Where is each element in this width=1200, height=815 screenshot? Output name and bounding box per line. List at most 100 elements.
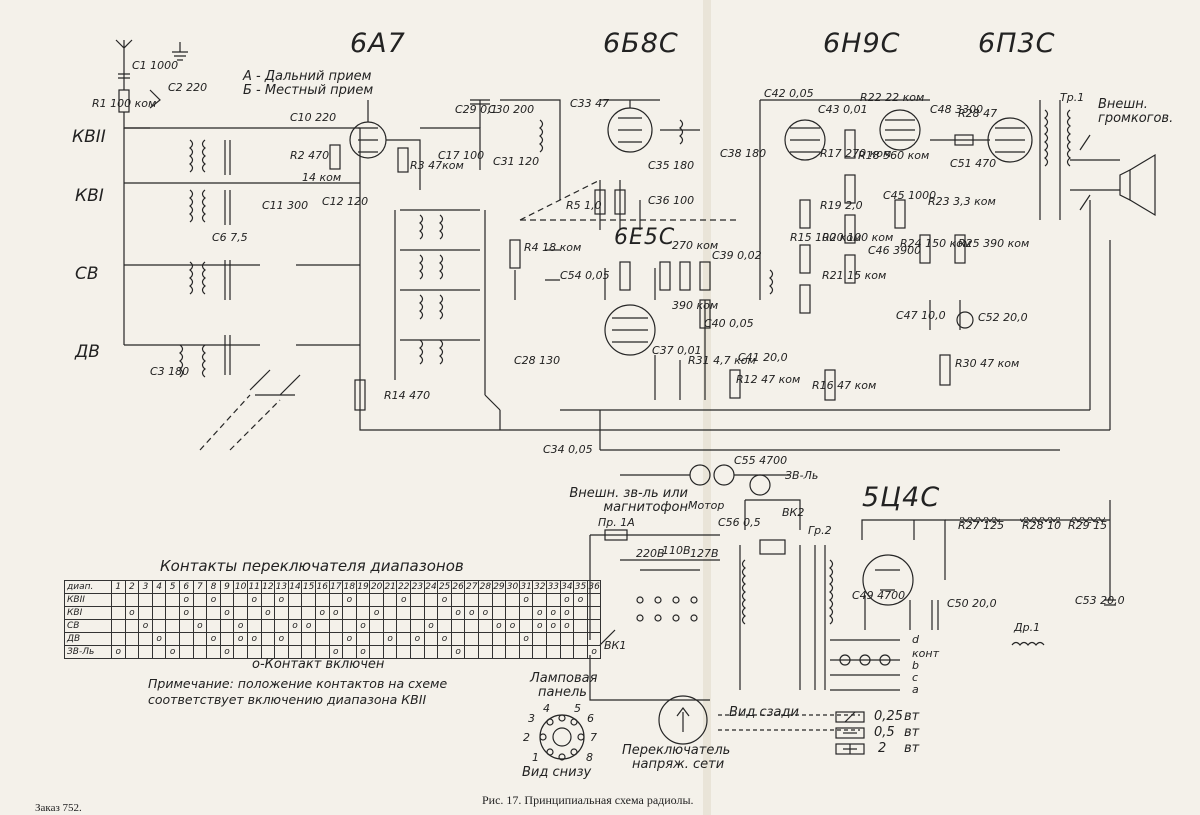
component-r22: R22 22 ком <box>860 91 925 104</box>
tube-label-6b8c: 6Б8С <box>603 28 679 59</box>
switch-table-cell: о <box>274 632 289 646</box>
switch-table-cell: о <box>178 593 194 607</box>
contact-on-marker: о <box>210 634 217 644</box>
contact-on-marker: о <box>169 647 176 657</box>
switch-table-column-header: 4 <box>151 580 167 594</box>
switch-table-cell: о <box>559 593 575 607</box>
switch-table-title: Контакты переключателя диапазонов <box>160 557 464 575</box>
switch-table-column-header: 7 <box>192 580 208 594</box>
switch-table-cell <box>192 606 208 620</box>
component-c10: C10 220 <box>290 111 337 124</box>
component-c39: C39 0,02 <box>712 249 762 262</box>
switch-note: Примечание: положение контактов на схеме… <box>148 676 447 708</box>
contact-on-marker: о <box>360 647 366 657</box>
switch-table-cell <box>546 593 561 607</box>
component-dr1: Др.1 <box>1014 621 1041 634</box>
switch-table-cell: о <box>233 619 248 633</box>
order-number: Заказ 752. <box>35 802 82 814</box>
switch-table-cell: о <box>437 593 452 607</box>
switch-table-column-header: 19 <box>355 580 371 594</box>
switch-table-cell <box>505 593 520 607</box>
switch-table-cell <box>151 645 167 659</box>
component-c46: C46 3900 <box>868 244 922 257</box>
switch-table-cell: о <box>328 606 344 620</box>
contact-on-marker: о <box>387 634 393 644</box>
switch-table-cell <box>396 619 412 633</box>
ext-speaker-label: Внешн. громкогов. <box>1098 97 1174 126</box>
switch-table-cell <box>219 619 235 633</box>
component-r12: R12 47 ком <box>736 373 801 386</box>
switch-table-cell <box>192 593 208 607</box>
wattage-unit-2: вт <box>904 741 920 756</box>
switch-table-cell: о <box>505 619 520 633</box>
selector-title-1: Переключатель <box>622 743 731 758</box>
switch-table-column-header: 25 <box>437 580 452 594</box>
voltage-220: 220В <box>636 547 665 560</box>
wattage-value-05: 0,5 <box>874 725 895 740</box>
switch-table-cell: о <box>532 619 547 633</box>
wattage-unit-05: вт <box>904 725 920 740</box>
voltage-127: 127В <box>690 547 719 560</box>
switch-table-cell <box>233 606 248 620</box>
socket-view-label: Вид снизу <box>522 765 592 780</box>
component-c56: C56 0,5 <box>718 516 761 529</box>
contact-b: b <box>912 659 919 672</box>
component-c28: C28 130 <box>514 354 561 367</box>
switch-table-cell <box>369 619 384 633</box>
contact-on-marker: о <box>414 634 421 644</box>
switch-table-cell <box>260 632 276 646</box>
component-r20: R20 100 ком <box>822 231 894 244</box>
switch-table-column-header: 9 <box>219 580 235 594</box>
component-r15: R15 100 ком <box>790 231 862 244</box>
switch-table-cell <box>491 645 507 659</box>
contact-on-marker: о <box>373 608 380 618</box>
component-c31: C31 120 <box>493 155 540 168</box>
switch-table-column-header: 23 <box>410 580 425 594</box>
switch-table-column-header: 28 <box>478 580 493 594</box>
reception-legend-a: А - Дальний прием <box>243 69 372 84</box>
component-390kom: 390 ком <box>672 299 719 312</box>
contact-on-marker: о <box>142 621 149 631</box>
tube-label-6n9c: 6Н9С <box>823 28 901 59</box>
contact-on-marker: о <box>224 608 230 618</box>
switch-table-column-header: 15 <box>301 580 316 594</box>
switch-table-cell <box>355 593 371 607</box>
contact-on-marker: о <box>156 634 162 644</box>
component-c55: C55 4700 <box>734 454 788 467</box>
switch-table-cell <box>165 632 180 646</box>
contact-on-marker: о <box>237 634 244 644</box>
switch-table-cell <box>423 606 439 620</box>
switch-table-cell <box>192 632 208 646</box>
tube-label-6a7: 6А7 <box>350 28 406 59</box>
tube-label-6e5c: 6Е5С <box>614 225 676 250</box>
switch-table-cell: о <box>559 619 575 633</box>
switch-table-cell <box>206 619 221 633</box>
switch-table-cell <box>437 645 452 659</box>
switch-table-cell: о <box>206 593 221 607</box>
switch-table-column-header: 31 <box>518 580 534 594</box>
switch-table-cell <box>151 593 167 607</box>
component-r2: R2 470 <box>290 149 330 162</box>
component-r29: R29 15 <box>1068 519 1108 532</box>
contact-on-marker: о <box>564 621 570 631</box>
vk1-label: ВК1 <box>604 639 627 652</box>
wattage-value-2: 2 <box>878 741 887 756</box>
switch-table-cell <box>450 619 466 633</box>
contact-on-marker: о <box>577 595 584 605</box>
switch-table-cell: о <box>314 606 330 620</box>
contact-on-marker: о <box>468 608 475 618</box>
component-c47: C47 10,0 <box>896 309 946 322</box>
switch-table-cell: о <box>369 606 384 620</box>
component-c12: C12 120 <box>322 195 369 208</box>
component-c6: C6 7,5 <box>212 231 248 244</box>
component-c45: C45 1000 <box>883 189 937 202</box>
contact-on-marker: о <box>210 595 217 605</box>
component-c2: C2 220 <box>168 81 208 94</box>
switch-table-cell <box>518 619 534 633</box>
cont-label: конт <box>912 647 939 660</box>
switch-table-column-header: 21 <box>382 580 398 594</box>
switch-table-cell <box>437 606 452 620</box>
